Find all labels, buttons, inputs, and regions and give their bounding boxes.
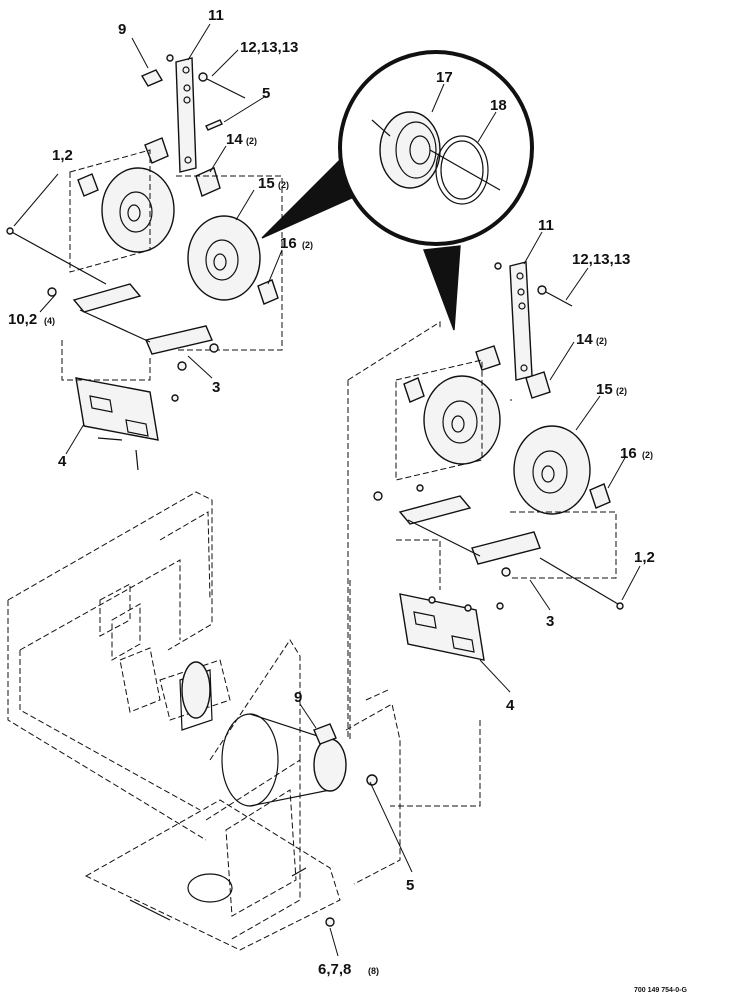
callout-bottom-6-7-8: 6,7,8 — [318, 961, 351, 978]
callout-bottom-9: 9 — [294, 689, 302, 706]
right-left-roller — [423, 375, 501, 465]
drawing-code: 700 149 754-0-G — [634, 987, 687, 994]
main-frame — [7, 491, 401, 951]
callout-top-9: 9 — [118, 21, 126, 38]
top-left-bracket — [75, 377, 179, 471]
callout-right-14: 14 — [576, 331, 593, 348]
callout-right-11: 11 — [538, 217, 554, 234]
right-roller-assembly — [347, 261, 624, 807]
right-right-roller — [513, 425, 591, 515]
callout-right-15: 15 — [596, 381, 613, 398]
callout-bottom-6-7-8-qty: (8) — [368, 966, 379, 976]
callout-top-15: 15 — [258, 175, 275, 192]
callout-right-15-qty: (2) — [616, 386, 627, 396]
callout-top-15-qty: (2) — [278, 180, 289, 190]
callout-top-16: 16 — [280, 235, 297, 252]
callout-top-4: 4 — [58, 453, 67, 470]
callout-right-16-qty: (2) — [642, 450, 653, 460]
callout-right-16: 16 — [620, 445, 637, 462]
callout-top-11: 11 — [208, 7, 224, 24]
callout-top-12-13-13: 12,13,13 — [240, 39, 298, 56]
callout-right-3: 3 — [546, 613, 554, 630]
bearing-detail-inset — [261, 50, 534, 331]
callout-top-3: 3 — [212, 379, 220, 396]
top-right-roller — [187, 215, 261, 301]
callout-right-1-2: 1,2 — [634, 549, 655, 566]
callout-right-12-13-13: 12,13,13 — [572, 251, 630, 268]
callout-top-14-qty: (2) — [246, 136, 257, 146]
callout-bottom-5: 5 — [406, 877, 414, 894]
callout-detail-17: 17 — [436, 69, 453, 86]
callout-top-10-2-qty: (4) — [44, 316, 55, 326]
callout-detail-18: 18 — [490, 97, 507, 114]
top-left-roller-assembly — [6, 54, 283, 471]
top-left-roller — [101, 167, 175, 253]
callout-top-10-2: 10,2 — [8, 311, 37, 328]
callout-right-14-qty: (2) — [596, 336, 607, 346]
callout-top-16-qty: (2) — [302, 240, 313, 250]
callout-top-1-2: 1,2 — [52, 147, 73, 164]
callout-top-14: 14 — [226, 131, 243, 148]
right-bracket — [399, 593, 504, 661]
callout-top-5: 5 — [262, 85, 270, 102]
callout-right-4: 4 — [506, 697, 515, 714]
